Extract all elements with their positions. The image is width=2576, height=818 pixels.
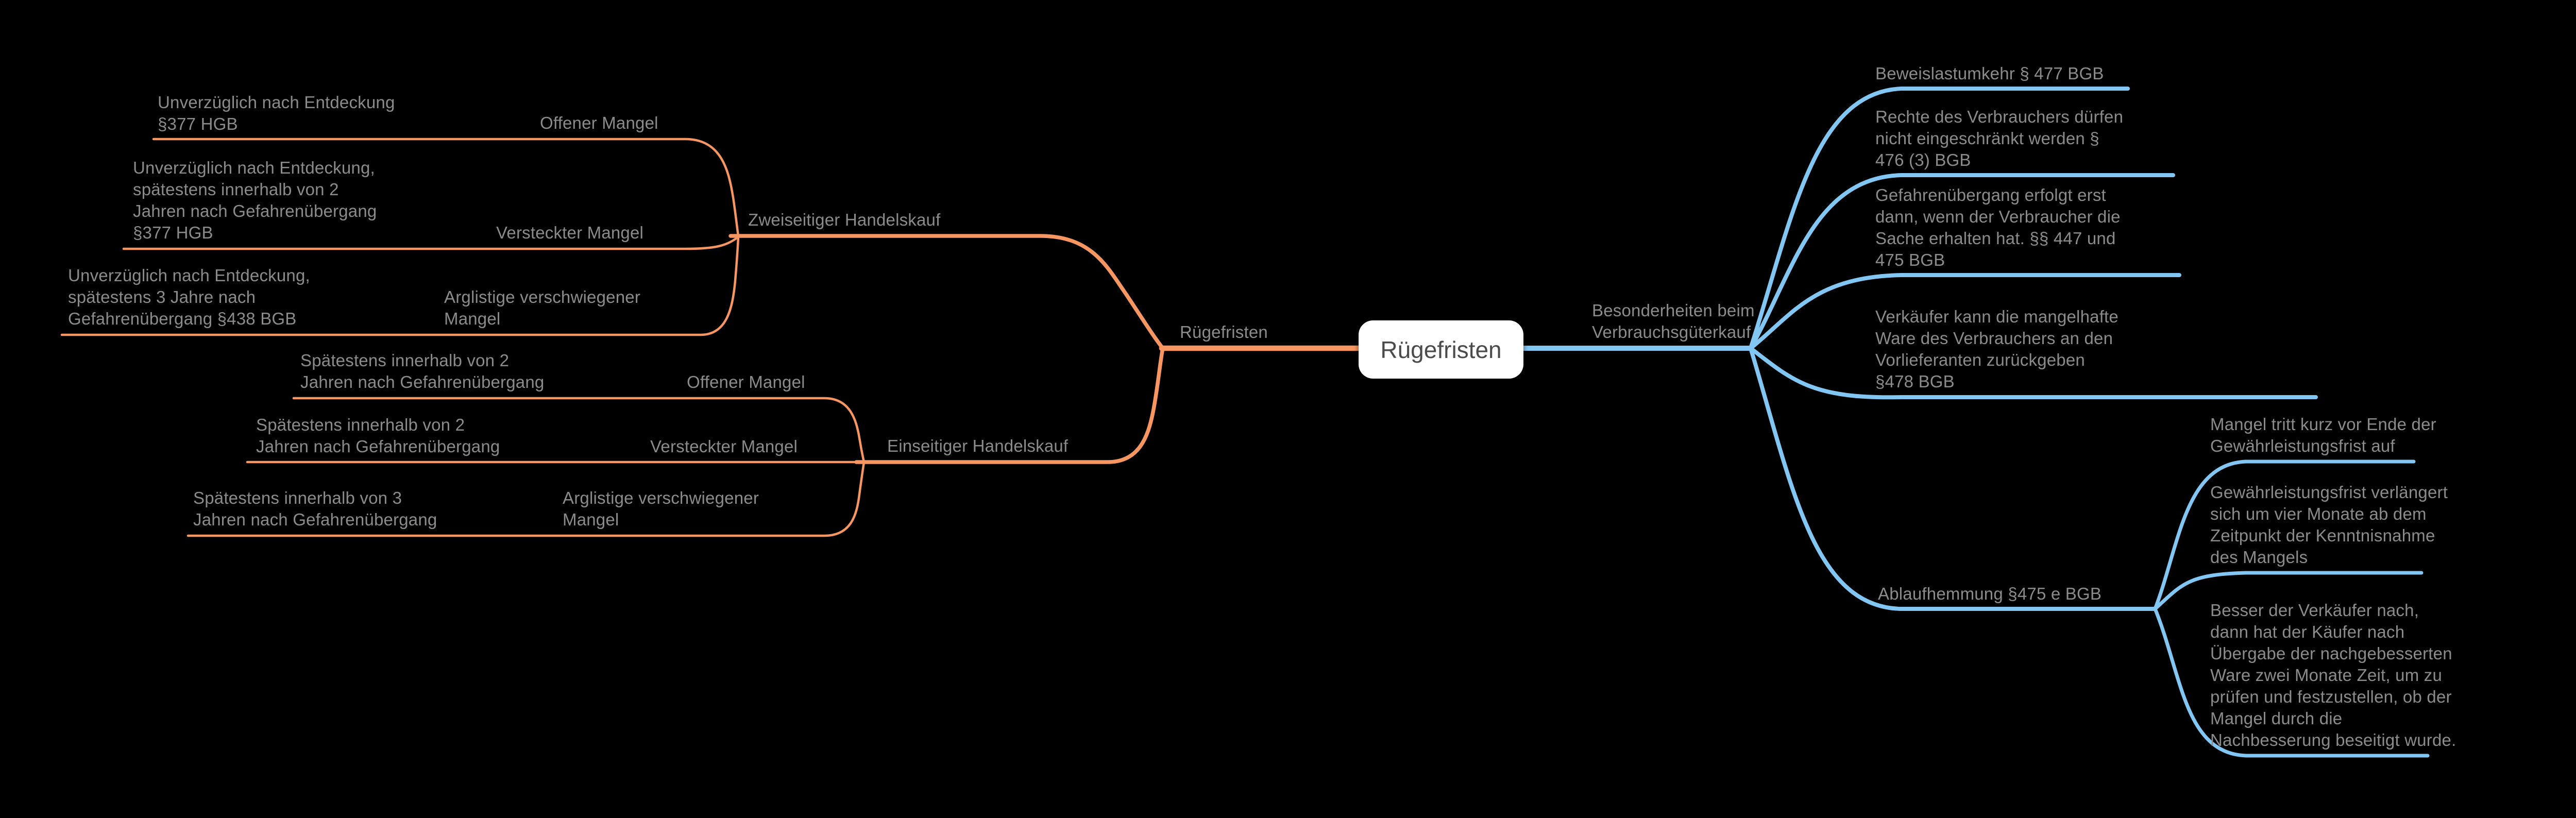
node-gefahrenuebergang[interactable]: Gefahrenübergang erfolgt erst dann, wenn… xyxy=(1875,185,2121,269)
node-frist-verlaengert[interactable]: Gewährleistungsfrist verlängert sich um … xyxy=(2210,483,2448,567)
branch-ein-arglistige xyxy=(187,461,866,537)
node-besonderheiten-verbrauchsgueterkauf[interactable]: Besonderheiten beim Verbrauchsgüterkauf xyxy=(1592,301,1755,342)
branch-zwei-versteckter xyxy=(122,235,740,250)
node-rechte-des-verbrauchers[interactable]: Rechte des Verbrauchers dürfen nicht ein… xyxy=(1875,107,2124,169)
node-zwei-versteckter-detail[interactable]: Unverzüglich nach Entdeckung, spätestens… xyxy=(133,158,377,242)
branch-einseitiger xyxy=(854,346,1165,464)
branch-zwei-arglistige xyxy=(60,235,740,336)
orange-branch-lines xyxy=(60,138,1366,537)
node-zwei-offener-detail[interactable]: Unverzüglich nach Entdeckung §377 HGB xyxy=(158,93,395,133)
node-ein-offener-label[interactable]: Offener Mangel xyxy=(687,372,805,391)
node-ablaufhemmung[interactable]: Ablaufhemmung §475 e BGB xyxy=(1878,584,2102,603)
branch-beweislastumkehr xyxy=(1749,87,2130,350)
branch-verkaeufer xyxy=(1749,346,2318,400)
branch-zweiseitiger xyxy=(728,234,1165,350)
node-left-ruegefristen-label[interactable]: Rügefristen xyxy=(1180,322,1268,342)
node-zwei-arglistige-label[interactable]: Arglistige verschwiegener Mangel xyxy=(444,287,641,328)
node-ein-versteckter-detail[interactable]: Spätestens innerhalb von 2 Jahren nach G… xyxy=(256,415,500,456)
node-mangel-kurz-vor-ende[interactable]: Mangel tritt kurz vor Ende der Gewährlei… xyxy=(2210,415,2436,455)
root-node-ruegefristen[interactable]: Rügefristen xyxy=(1359,320,1523,379)
node-ein-offener-detail[interactable]: Spätestens innerhalb von 2 Jahren nach G… xyxy=(300,351,545,391)
branch-mangel-kurz-vor-ende xyxy=(2153,459,2416,611)
branch-frist-verlaengert xyxy=(2153,571,2424,611)
blue-branch-lines xyxy=(1517,87,2430,758)
branch-ablaufhemmung xyxy=(1749,346,2157,611)
branch-ein-offener xyxy=(292,397,866,464)
branch-rechte-verbraucher xyxy=(1749,173,2175,350)
node-nachbesserung-pruefen[interactable]: Besser der Verkäufer nach, dann hat der … xyxy=(2210,601,2456,749)
node-beweislastumkehr[interactable]: Beweislastumkehr § 477 BGB xyxy=(1875,64,2104,83)
branch-nachbesserung xyxy=(2153,607,2430,758)
node-ein-arglistige-label[interactable]: Arglistige verschwiegener Mangel xyxy=(563,488,759,529)
node-einseitiger-handelskauf[interactable]: Einseitiger Handelskauf xyxy=(887,436,1069,455)
branch-gefahrenuebergang xyxy=(1749,273,2181,350)
node-ein-versteckter-label[interactable]: Versteckter Mangel xyxy=(650,437,798,456)
node-verkaeufer-vorlieferanten[interactable]: Verkäufer kann die mangelhafte Ware des … xyxy=(1875,307,2119,391)
root-node-label: Rügefristen xyxy=(1380,336,1502,363)
node-zwei-arglistige-detail[interactable]: Unverzüglich nach Entdeckung, spätestens… xyxy=(68,266,310,328)
node-ein-arglistige-detail[interactable]: Spätestens innerhalb von 3 Jahren nach G… xyxy=(193,488,437,529)
node-zwei-versteckter-label[interactable]: Versteckter Mangel xyxy=(496,223,644,242)
node-zweiseitiger-handelskauf[interactable]: Zweiseitiger Handelskauf xyxy=(748,210,941,229)
node-zwei-offener-label[interactable]: Offener Mangel xyxy=(540,113,658,132)
branch-zwei-offener xyxy=(152,138,740,237)
